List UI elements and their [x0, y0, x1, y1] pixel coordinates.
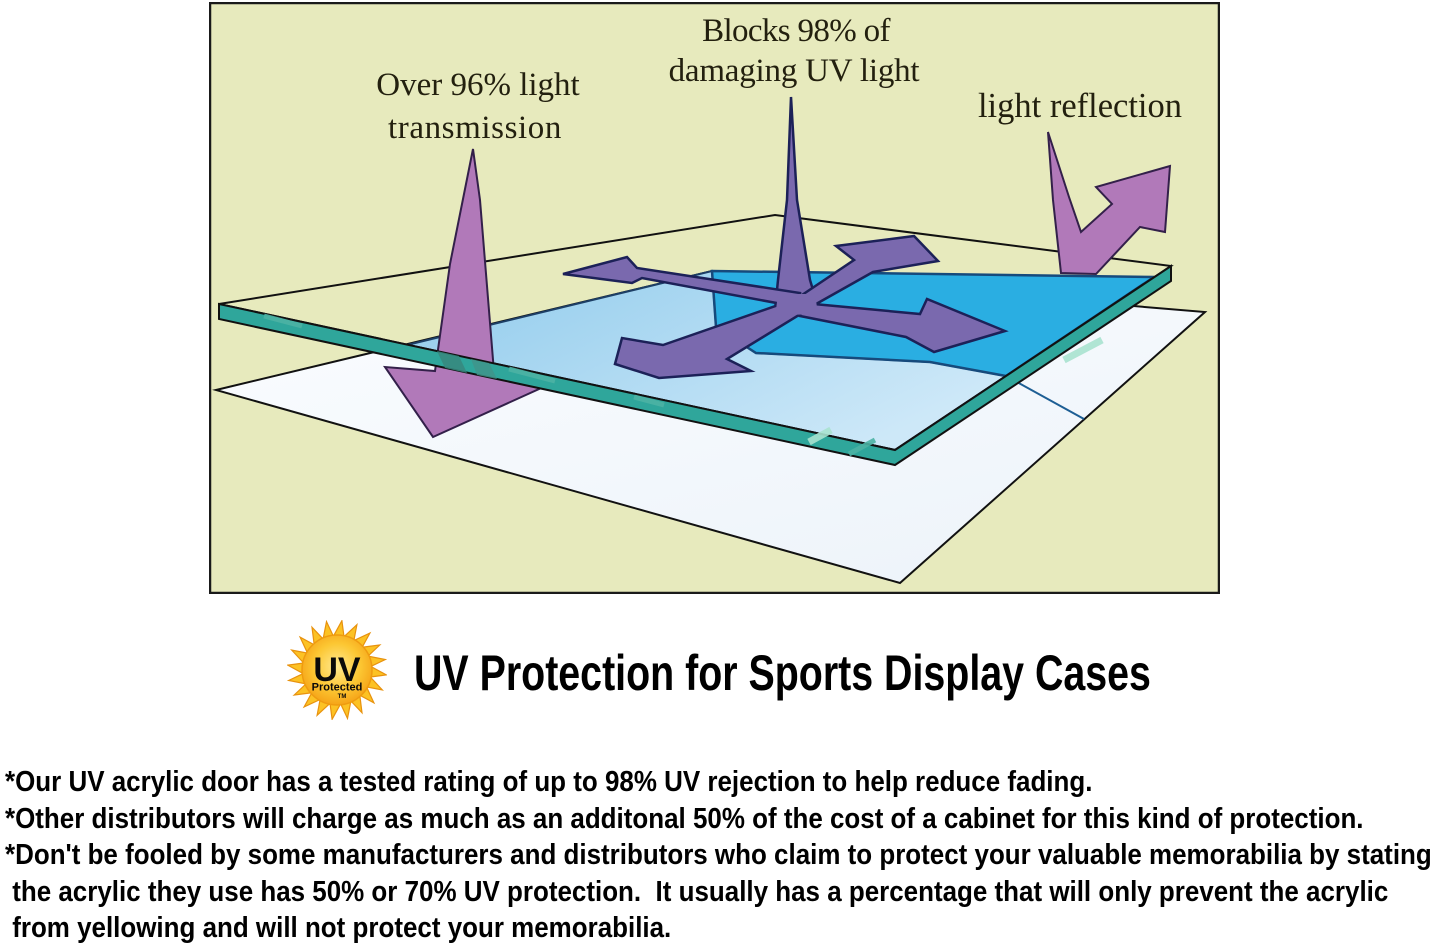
- svg-text:Protected: Protected: [312, 682, 363, 694]
- svg-text:Over 96% light: Over 96% light: [376, 67, 579, 103]
- svg-text:TM: TM: [338, 694, 347, 700]
- svg-text:transmission: transmission: [388, 110, 562, 146]
- svg-text:Blocks 98% of: Blocks 98% of: [702, 13, 890, 49]
- svg-text:light reflection: light reflection: [978, 87, 1182, 125]
- svg-text:UV: UV: [313, 651, 361, 689]
- svg-text:damaging UV light: damaging UV light: [669, 53, 920, 89]
